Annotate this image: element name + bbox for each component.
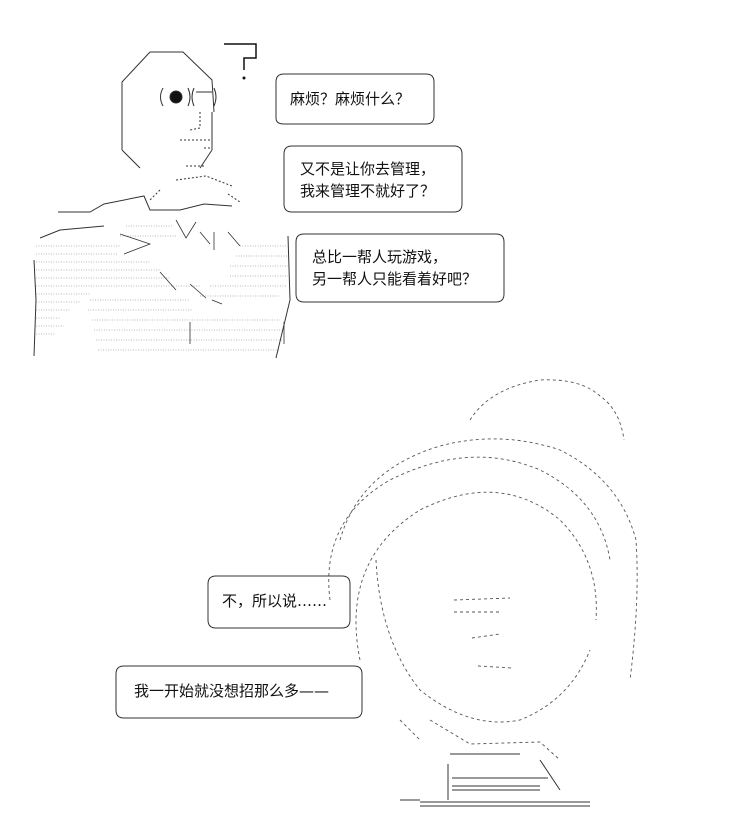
figure-upper-neck: [149, 165, 241, 203]
question-mark-icon: [224, 43, 257, 70]
speech-bubble-1-line-1: 麻烦？麻烦什么？: [290, 90, 411, 108]
figure-upper-eye-brackets: [160, 87, 191, 107]
speech-bubble-2: 又不是让你去管理， 我来管理不就好了？: [300, 158, 435, 202]
speech-bubble-2-line-2: 我来管理不就好了？: [300, 182, 436, 200]
figure-lower: [328, 379, 638, 761]
bubble-3-outline: [295, 233, 505, 303]
figure-upper: [121, 51, 241, 203]
figure-upper-torso: [33, 195, 291, 359]
question-mark-dot: [242, 76, 246, 80]
figure-upper-right-eye: [191, 87, 217, 107]
bubble-4-outline: [207, 575, 351, 629]
figure-lower-eyes: [453, 597, 511, 639]
figure-lower-hair-swirl-1: [328, 456, 611, 601]
figure-lower-neck: [447, 753, 561, 800]
figure-lower-hair-top: [469, 379, 625, 441]
question-mark-group: [224, 43, 257, 80]
bubble-5-outline: [115, 665, 363, 719]
torso-outline: [33, 195, 291, 359]
figure-lower-face-outline: [375, 559, 591, 723]
speech-bubble-3-line-2: 另一帮人只能看着好吧？: [312, 270, 478, 288]
torso-detail-lines: [119, 219, 285, 344]
speech-bubble-5: 我一开始就没想招那么多——: [134, 680, 329, 702]
figure-lower-chin: [399, 719, 561, 761]
speech-bubble-2-line-1: 又不是让你去管理，: [300, 160, 436, 178]
speech-bubble-4: 不，所以说……: [222, 590, 327, 612]
bubble-outlines: [115, 73, 505, 719]
bubble-2-outline: [283, 145, 463, 213]
figure-lower-hair-swirl-2: [355, 491, 597, 661]
torso-hatching: [36, 225, 288, 351]
figure-lower-base: [400, 753, 590, 807]
speech-bubble-3-line-1: 总比一帮人玩游戏，: [312, 248, 448, 266]
bubble-1-outline: [275, 73, 435, 125]
figure-lower-hair-outer: [339, 438, 638, 681]
figure-lower-stack: [400, 785, 590, 807]
speech-bubble-4-line-1: 不，所以说……: [222, 592, 328, 610]
speech-bubble-1: 麻烦？麻烦什么？: [290, 88, 410, 110]
figure-upper-nose: [180, 112, 212, 149]
figure-lower-mouth: [477, 665, 513, 669]
speech-bubble-5-line-1: 我一开始就没想招那么多——: [134, 682, 330, 700]
figure-upper-head-outline: [121, 51, 215, 169]
speech-bubble-3: 总比一帮人玩游戏， 另一帮人只能看着好吧？: [312, 246, 477, 290]
figure-upper-left-eye: [169, 90, 183, 104]
